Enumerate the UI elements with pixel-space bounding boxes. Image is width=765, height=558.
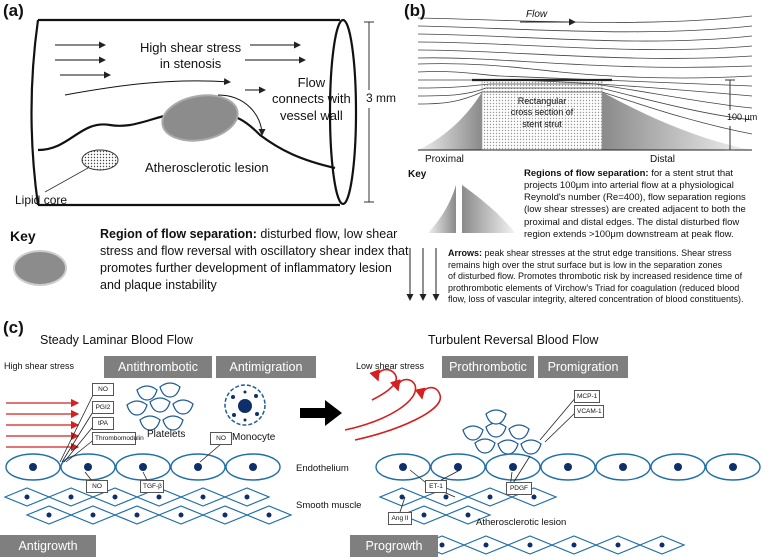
key-ellipse [13,250,67,286]
height-marker [725,79,735,151]
factor-no: NO [92,383,114,396]
platelets-left [126,382,194,431]
promigration-box: Promigration [538,356,628,378]
arrows-line-1: peak shear stresses at the strut edge tr… [482,248,732,258]
antimigration-box: Antimigration [216,356,316,378]
high-shear-line-1: High shear stress [140,40,242,55]
sep-title: Regions of flow separation: [524,168,649,179]
sep-line-1: for a stent strut that [648,168,734,179]
key-sep-right [462,185,515,233]
lesion-label-c: Atherosclerotic lesion [476,517,567,528]
vessel-diameter: 3 mm [366,91,396,105]
endothelium-label: Endothelium [296,463,349,474]
sep-line-2: projects 100μm into arterial flow at a p… [524,180,734,192]
monocyte-label: Monocyte [232,432,276,443]
sep-line-3: Reynold's number (Re=400), flow separati… [524,192,746,204]
dimension-marker [364,21,374,203]
smooth-muscle-left [3,487,293,525]
strut-label: Rectangular cross section of stent strut [494,96,590,130]
key-b-title: Key [408,169,427,180]
key-b-arrows-text: Arrows: peak shear stresses at the strut… [448,248,764,306]
strut-line-1: Rectangular [517,96,567,106]
key-a-line-1: disturbed flow, low shear [256,227,398,241]
key-a-description: Region of flow separation: disturbed flo… [100,226,409,294]
key-a-title-bold: Region of flow separation: [100,227,257,241]
right-title: Turbulent Reversal Blood Flow [428,333,599,347]
factor-et1: ET-1 [425,480,447,493]
progrowth-box: Progrowth [350,535,438,557]
flow-line-1: Flow [297,75,326,90]
key-b-separation-text: Regions of flow separation: for a stent … [524,168,764,241]
smooth-muscle-nuclei-right [399,494,665,548]
smooth-muscle-nuclei-left [24,494,272,518]
left-title: Steady Laminar Blood Flow [40,333,193,347]
key-a-title: Key [10,228,36,244]
prothrombotic-box: Prothrombotic [442,356,534,378]
flow-connects-label: Flow connects with vessel wall [272,75,351,124]
platelets-label: Platelets [147,429,186,440]
proximal-separation [418,92,482,150]
factor-ang2: Ang II [388,512,412,525]
sep-line-5: proximal and distal edges. The distal di… [524,216,740,228]
key-a-line-4: and plaque instability [100,277,217,292]
factor-pdgf: PDGF [506,482,532,495]
factor-tpa: tPA [92,417,114,430]
lesion-label: Atherosclerotic lesion [145,160,269,175]
arrows-title: Arrows: [448,248,483,258]
arrows-line-3: of disturbed flow. Promotes thrombotic r… [448,271,743,282]
key-arrows [406,248,440,301]
high-shear-line-2: in stenosis [159,56,222,72]
arrows-line-2: remains high over the strut surface but … [448,259,723,270]
antithrombotic-box: Antithrombotic [104,356,212,378]
lipid-core [81,149,119,171]
endothelium-nuclei-left [29,463,257,471]
platelets-right [462,409,542,455]
strut-height: 100 μm [727,112,758,122]
lipid-core-leader [44,167,89,193]
panel-c-label: (c) [3,318,24,337]
factor-vcam1: VCAM-1 [574,405,604,418]
panel-a-label: (a) [3,1,24,20]
endothelium-nuclei-right [399,463,737,471]
stent-strut [482,80,602,150]
factor-no-smooth: NO [86,480,108,493]
strut-line-2: cross section of [510,107,574,118]
proximal-label: Proximal [425,154,464,165]
vessel-diagram [30,18,358,207]
strut-diagram [417,15,753,135]
distal-label: Distal [650,154,676,165]
lipid-core-label: Lipid core [15,193,68,207]
separation-region-ellipse [161,94,239,142]
key-a-line-2: stress and flow reversal with oscillator… [100,243,409,258]
factor-no-monocyte: NO [210,432,232,445]
high-shear-stress: High shear stress [4,361,75,371]
arrows-line-4: prothrombotic elements of Virchow's Tria… [448,282,740,293]
sep-line-6: region extends >100μm downstream at peak… [524,228,734,240]
flow-line-2: connects with [272,91,351,107]
flow-line-3: vessel wall [279,107,343,123]
strut-line-3: stent strut [522,118,562,129]
low-shear-stress: Low shear stress [356,361,425,371]
arrows-line-5: flow, loss of vascular integrity, altere… [448,294,744,305]
key-a-line-3: promotes further development of inflamma… [100,260,392,275]
turbulent-arrows [344,368,441,441]
antigrowth-box: Antigrowth [0,535,96,557]
sep-line-4: (low shear stresses) are created adjacen… [524,204,746,216]
flow-label-b: Flow [526,9,548,20]
transition-arrow [300,400,342,426]
monocyte [224,384,266,426]
smooth-muscle-label: Smooth muscle [296,500,362,511]
distal-separation [602,92,752,150]
key-sep-left [428,185,456,233]
factor-tgf-beta: TGF-β [140,480,164,493]
factor-mcp1: MCP-1 [574,390,600,403]
factor-thrombomodulin: Thrombomodulin [92,432,144,445]
factor-pgi2: PGI2 [92,401,114,414]
high-shear-arrows [6,398,80,452]
panel-b-label: (b) [404,1,426,20]
high-shear-label: High shear stress in stenosis [140,40,241,73]
